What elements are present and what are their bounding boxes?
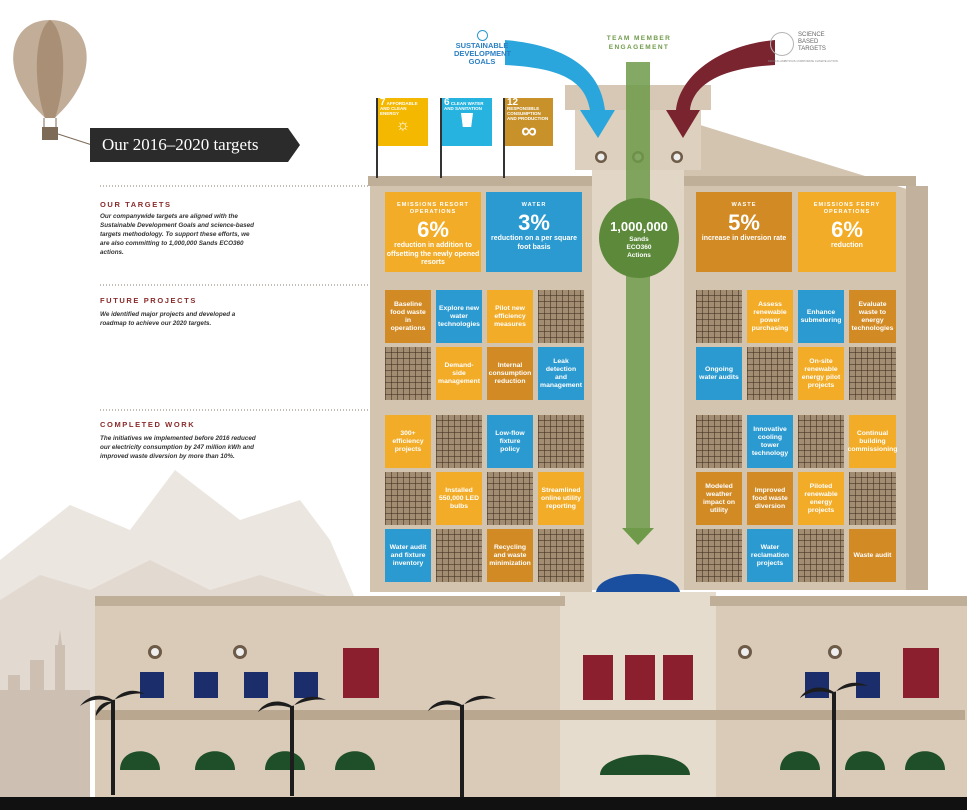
sdg-flag-pole-12 xyxy=(503,98,505,178)
tile-weather-impact: Modeled weather impact on utility xyxy=(696,472,742,525)
tile-pilot-efficiency: Pilot new efficiency measures xyxy=(487,290,533,343)
window-panel xyxy=(436,415,482,468)
infinity-icon: ∞ xyxy=(521,118,537,143)
tile-evaluate-waste-energy: Evaluate waste to energy technologies xyxy=(849,290,896,343)
tile-food-waste-diversion: Improved food waste diversion xyxy=(747,472,793,525)
sdg-text: AFFORDABLE AND CLEAN ENERGY xyxy=(380,101,418,116)
target-emissions-resort: EMISSIONS RESORT OPERATIONS 6% reduction… xyxy=(385,192,481,272)
team-engagement-arrow xyxy=(622,62,654,545)
window-panel xyxy=(798,529,844,582)
target-text: increase in diversion rate xyxy=(701,235,787,242)
sbt-swoosh-icon xyxy=(770,32,794,56)
tile-building-commissioning: Continual building commissioning xyxy=(848,415,897,468)
window-panel xyxy=(385,347,431,400)
tile-enhance-submetering: Enhance submetering xyxy=(798,290,844,343)
tile-streamlined-reporting: Streamlined online utility reporting xyxy=(538,472,584,525)
target-text: reduction xyxy=(831,242,863,249)
sbt-tagline: DRIVING AMBITIOUS CORPORATE CLIMATE ACTI… xyxy=(768,59,838,63)
tile-onsite-renewable: On-site renewable energy pilot projects xyxy=(798,347,844,400)
window-panel xyxy=(696,415,742,468)
sdg-flag-12: 12 RESPONSIBLE CONSUMPTION AND PRODUCTIO… xyxy=(505,98,553,146)
target-emissions-ferry: EMISSIONS FERRY OPERATIONS 6% reduction xyxy=(798,192,896,272)
sdg-number: 12 xyxy=(507,97,519,108)
team-member-label: TEAM MEMBER ENGAGEMENT xyxy=(606,35,672,51)
sdg-logo: SUSTAINABLE DEVELOPMENT GOALS xyxy=(454,30,512,66)
target-label: EMISSIONS RESORT OPERATIONS xyxy=(397,202,469,215)
window-panel xyxy=(696,529,742,582)
our-targets-text: Our companywide targets are aligned with… xyxy=(100,213,254,256)
sbt-arrow xyxy=(666,40,775,138)
our-targets-heading: OUR TARGETS xyxy=(100,200,172,209)
target-text: reduction in addition to offsetting the … xyxy=(386,242,480,266)
sdg-number: 6 xyxy=(444,97,450,108)
tile-assess-renewable: Assess renewable power purchasing xyxy=(747,290,793,343)
lower-building xyxy=(95,592,967,802)
sdg-globe-icon xyxy=(476,30,488,41)
tile-water-reclamation: Water reclamation projects xyxy=(747,529,793,582)
tile-baseline-food-waste: Baseline food waste in operations xyxy=(385,290,431,343)
target-text: reduction on a per square foot basis xyxy=(491,235,577,251)
eco360-text: Sands ECO360 Actions xyxy=(626,236,652,259)
window-panel xyxy=(849,472,896,525)
target-percent: 6% xyxy=(417,217,449,242)
window-panel xyxy=(436,529,482,582)
hot-air-balloon-icon xyxy=(13,20,93,146)
tile-cooling-tower: Innovative cooling tower technology xyxy=(747,415,793,468)
window-panel xyxy=(747,347,793,400)
tile-low-flow: Low-flow fixture policy xyxy=(487,415,533,468)
target-percent: 6% xyxy=(831,217,863,242)
tile-led-bulbs: Installed 550,000 LED bulbs xyxy=(436,472,482,525)
sun-icon: ☼ xyxy=(395,117,411,134)
window-panel xyxy=(538,529,584,582)
target-label: WATER xyxy=(521,202,547,208)
future-projects-heading: FUTURE PROJECTS xyxy=(100,296,197,305)
sbt-logo-text: SCIENCE BASED TARGETS xyxy=(798,32,826,52)
sdg-number: 7 xyxy=(380,97,386,108)
target-waste: WASTE 5% increase in diversion rate xyxy=(696,192,792,272)
title-arrow xyxy=(288,128,300,162)
tile-demand-side: Demand-side management xyxy=(436,347,482,400)
page-title: Our 2016–2020 targets xyxy=(90,128,288,162)
eco360-number: 1,000,000 xyxy=(610,219,668,234)
sdg-text: CLEAN WATER AND SANITATION xyxy=(444,101,484,111)
sdg-arrow xyxy=(505,40,615,138)
window-panel xyxy=(538,415,584,468)
sdg-flag-6: 6 CLEAN WATER AND SANITATION xyxy=(442,98,492,146)
tile-leak-detection: Leak detection and management xyxy=(538,347,584,400)
tile-recycling: Recycling and waste minimization xyxy=(487,529,533,582)
tile-efficiency-projects: 300+ efficiency projects xyxy=(385,415,431,468)
window-panel xyxy=(849,347,896,400)
sdg-logo-text: SUSTAINABLE DEVELOPMENT GOALS xyxy=(454,41,512,66)
sdg-flag-pole-7 xyxy=(376,98,378,178)
target-percent: 3% xyxy=(518,210,550,235)
window-panel xyxy=(385,472,431,525)
sdg-flag-pole-6 xyxy=(440,98,442,178)
window-panel xyxy=(696,290,742,343)
tile-waste-audit: Waste audit xyxy=(849,529,896,582)
target-water: WATER 3% reduction on a per square foot … xyxy=(486,192,582,272)
water-glass-icon xyxy=(461,113,473,127)
tile-ongoing-water-audits: Ongoing water audits xyxy=(696,347,742,400)
target-label: WASTE xyxy=(731,202,757,208)
sdg-text: RESPONSIBLE CONSUMPTION AND PRODUCTION xyxy=(507,106,549,121)
tile-internal-consumption: Internal consumption reduction xyxy=(487,347,533,400)
future-projects-text: We identified major projects and develop… xyxy=(100,311,236,327)
dome xyxy=(596,574,680,592)
city-skyline xyxy=(0,630,90,810)
tile-water-audit: Water audit and fixture inventory xyxy=(385,529,431,582)
tile-explore-water-tech: Explore new water technologies xyxy=(436,290,482,343)
window-panel xyxy=(798,415,844,468)
completed-work-text: The initiatives we implemented before 20… xyxy=(100,435,256,460)
target-label: EMISSIONS FERRY OPERATIONS xyxy=(813,202,881,215)
tile-piloted-renewable: Piloted renewable energy projects xyxy=(798,472,844,525)
completed-work-heading: COMPLETED WORK xyxy=(100,420,196,429)
target-percent: 5% xyxy=(728,210,760,235)
palm-trees xyxy=(80,682,868,797)
ground-bar xyxy=(0,797,967,810)
eco360-circle: 1,000,000 Sands ECO360 Actions xyxy=(599,198,679,278)
sdg-flag-7: 7 AFFORDABLE AND CLEAN ENERGY ☼ xyxy=(378,98,428,146)
window-panel xyxy=(538,290,584,343)
window-panel xyxy=(487,472,533,525)
